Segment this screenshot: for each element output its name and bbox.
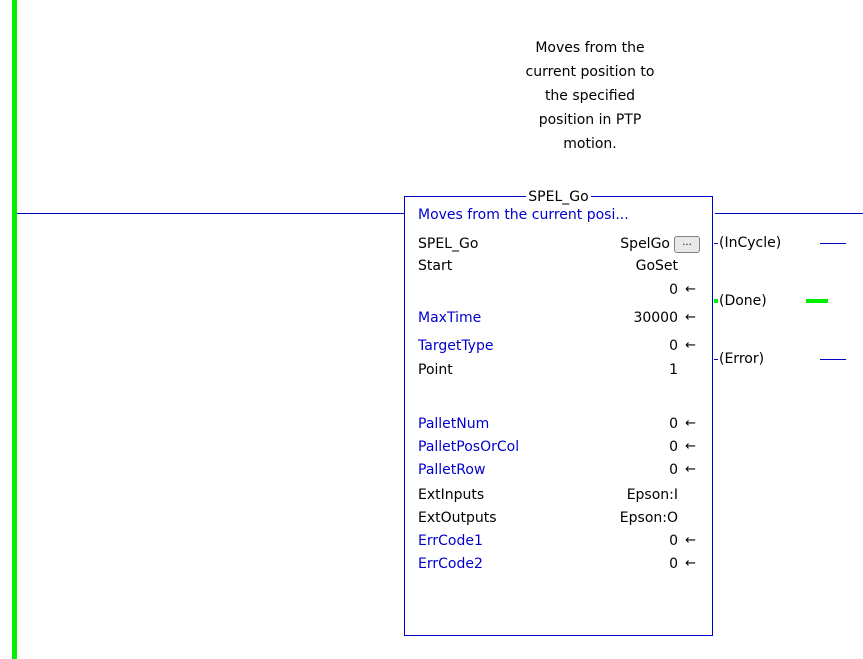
parameter-row: ErrCode1 0 ← (405, 530, 712, 552)
input-arrow-icon: ← (685, 416, 696, 431)
parameter-name: PalletRow (418, 462, 486, 478)
coil-lead-wire (714, 243, 718, 244)
parameter-value[interactable]: 0 (669, 282, 678, 298)
parameter-value[interactable]: 0 (669, 338, 678, 354)
parameter-row: TargetType 0 ← (405, 335, 712, 357)
parameter-row: Point 1 (405, 359, 712, 381)
parameter-row: Start GoSet (405, 255, 712, 277)
parameter-row: PalletPosOrCol 0 ← (405, 436, 712, 458)
parameter-value[interactable]: 0 (669, 462, 678, 478)
output-coil[interactable]: (InCycle) (719, 235, 782, 251)
parameter-value[interactable]: 0 (669, 439, 678, 455)
parameter-value[interactable]: 0 (669, 533, 678, 549)
parameter-row (405, 387, 712, 409)
input-arrow-icon: ← (685, 310, 696, 325)
coil-tail-wire (806, 299, 828, 303)
parameter-row: PalletNum 0 ← (405, 413, 712, 435)
parameter-row: ErrCode2 0 ← (405, 553, 712, 575)
rung-wire-left (17, 213, 405, 214)
coil-tail-wire (820, 243, 846, 244)
ellipsis-button[interactable]: ... (674, 236, 700, 253)
input-arrow-icon: ← (685, 439, 696, 454)
input-arrow-icon: ← (685, 282, 696, 297)
function-block-description: Moves from the current posi... (418, 207, 629, 223)
parameter-value: Epson:I (626, 487, 678, 503)
function-block-title: SPEL_Go (526, 189, 591, 205)
input-arrow-icon: ← (685, 556, 696, 571)
parameter-value: Epson:O (619, 510, 678, 526)
output-coil[interactable]: (Done) (719, 293, 767, 309)
rung-wire-right (715, 213, 863, 214)
parameter-value[interactable]: 0 (669, 556, 678, 572)
instruction-comment: Moves from the current position to the s… (525, 40, 655, 152)
parameter-name: ErrCode1 (418, 533, 483, 549)
parameter-name: Point (418, 362, 453, 378)
coil-lead-wire (714, 359, 718, 360)
coil-tail-wire (820, 359, 846, 360)
parameter-name: ErrCode2 (418, 556, 483, 572)
parameter-row: ExtInputs Epson:I (405, 484, 712, 506)
output-coil[interactable]: (Error) (719, 351, 765, 367)
parameter-row: SPEL_Go SpelGo... (405, 233, 712, 255)
function-block-spel-go[interactable]: SPEL_Go Moves from the current posi... S… (404, 189, 713, 636)
parameter-value[interactable]: 30000 (633, 310, 678, 326)
coil-lead-wire (714, 299, 718, 303)
parameter-name: TargetType (418, 338, 494, 354)
power-rail-left (12, 0, 17, 659)
parameter-row: MaxTime 30000 ← (405, 307, 712, 329)
parameter-row: 0← (405, 279, 712, 301)
parameter-value[interactable]: 0 (669, 416, 678, 432)
input-arrow-icon: ← (685, 338, 696, 353)
parameter-name: Start (418, 258, 453, 274)
parameter-name: SPEL_Go (418, 236, 479, 252)
parameter-row: PalletRow 0 ← (405, 459, 712, 481)
input-arrow-icon: ← (685, 462, 696, 477)
parameter-name: PalletPosOrCol (418, 439, 520, 455)
parameter-name: PalletNum (418, 416, 490, 432)
parameter-value: GoSet (635, 258, 678, 274)
parameter-name: MaxTime (418, 310, 482, 326)
parameter-row: ExtOutputs Epson:O (405, 507, 712, 529)
input-arrow-icon: ← (685, 533, 696, 548)
parameter-value: SpelGo (620, 236, 670, 252)
parameter-value: 1 (669, 362, 678, 378)
parameter-name: ExtOutputs (418, 510, 497, 526)
parameter-name: ExtInputs (418, 487, 485, 503)
